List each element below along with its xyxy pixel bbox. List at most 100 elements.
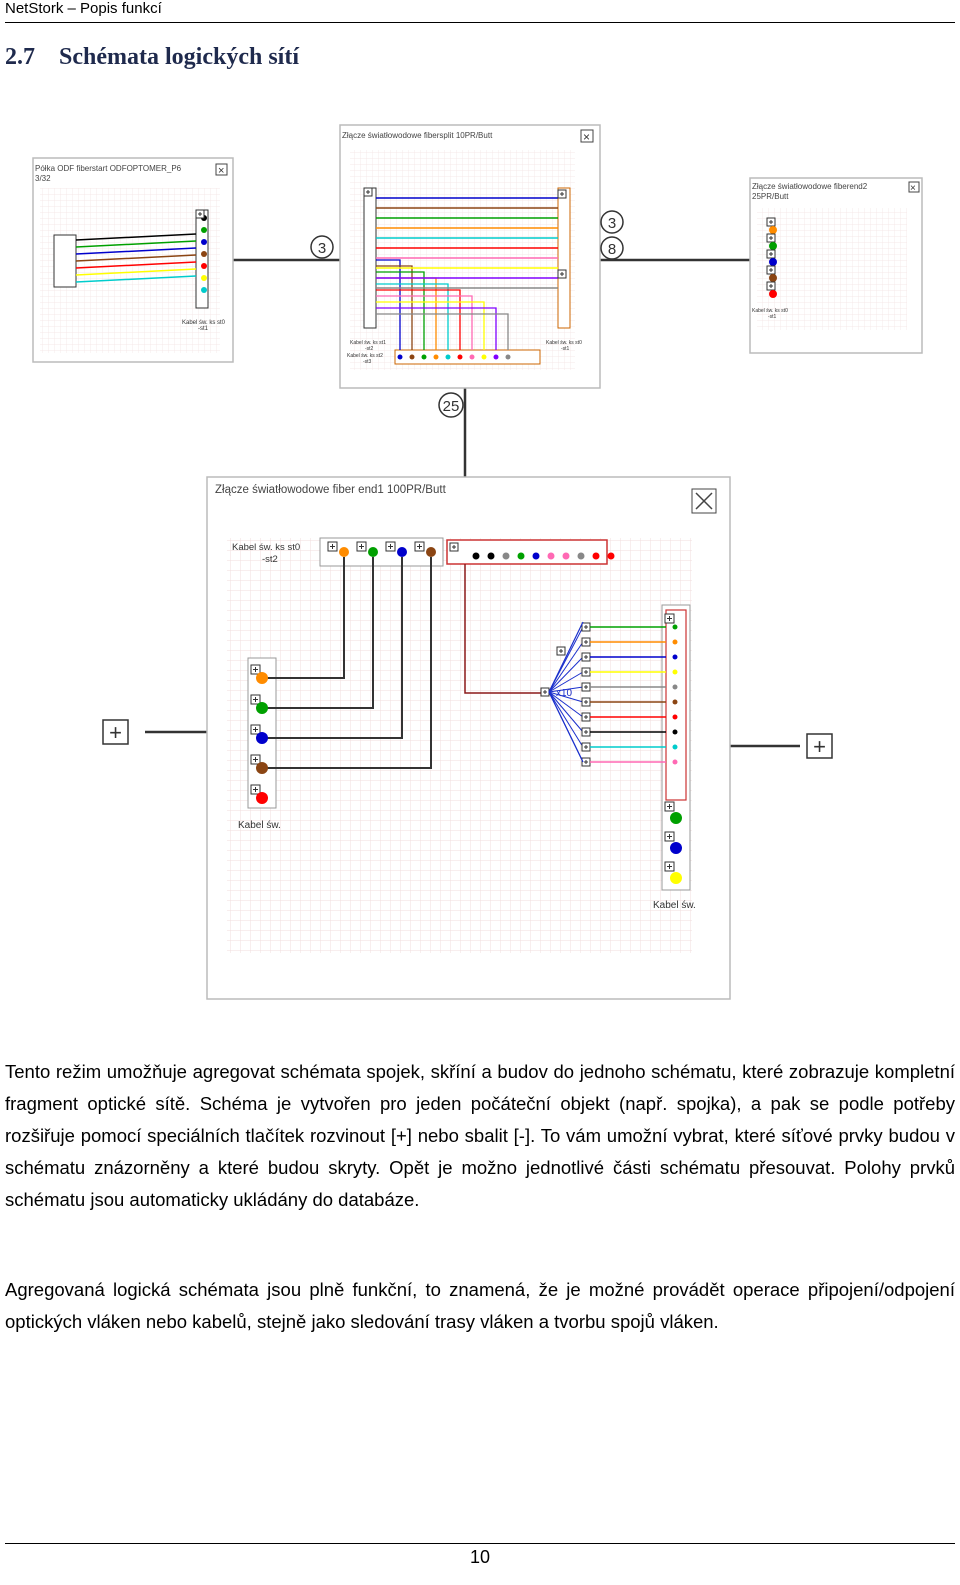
page-number: 10 (469, 1547, 491, 1567)
plus-mark (584, 760, 588, 764)
plus-mark (769, 268, 773, 272)
badge-count: 8 (608, 241, 616, 258)
fiber-end (469, 354, 475, 360)
badge-count: 25 (443, 398, 460, 415)
link-badge-3-right[interactable]: 3 (600, 210, 624, 234)
fiber-end (672, 684, 678, 690)
window-top-cable-b-2: -st3 (363, 359, 372, 365)
plus-icon: + (813, 734, 826, 759)
fiber-end (201, 263, 207, 269)
fiber-route (376, 313, 509, 350)
window-top-splice[interactable]: Złącze światłowodowe fibersplit 10PR/But… (339, 124, 601, 389)
fiber-end (769, 226, 777, 234)
plus-icon: + (109, 720, 122, 745)
link-badge-25-down[interactable]: 25 (438, 392, 464, 418)
close-icon: × (910, 183, 916, 194)
port-dot (670, 872, 682, 884)
fiber-line (75, 247, 197, 255)
close-button-main[interactable] (691, 488, 717, 514)
fiber-end (672, 654, 678, 660)
plus-mark (330, 544, 335, 549)
fiber-line (75, 233, 197, 241)
tray-dot (472, 552, 480, 560)
window-main-fiberend1[interactable]: Złącze światłowodowe fiber end1 100PR/Bu… (206, 476, 731, 1000)
body-paragraph-1: Tento režim umožňuje agregovat schémata … (5, 1061, 955, 1210)
tray-dot (517, 552, 525, 560)
fiber-route (376, 271, 425, 350)
plus-mark (584, 625, 588, 629)
fiber-route (376, 307, 497, 350)
fiber-end (672, 624, 678, 630)
splitter-branch (548, 686, 584, 693)
port-dot (426, 547, 436, 557)
link-badge-8-right[interactable]: 8 (600, 236, 624, 260)
splice-right-connector (557, 187, 571, 329)
plus-mark (253, 757, 258, 762)
fiber-end (769, 258, 777, 266)
fiber-end (421, 354, 427, 360)
fiber-end (672, 699, 678, 705)
plus-mark (667, 616, 672, 621)
port-dot (256, 792, 268, 804)
main-right-inner-tray (665, 609, 687, 801)
tray-dot (577, 552, 585, 560)
fiber-end (409, 354, 415, 360)
fiber-end (672, 639, 678, 645)
window-main-title: Złącze światłowodowe fiber end1 100PR/Bu… (215, 484, 447, 496)
cable-connector-left (195, 209, 209, 309)
fiber-bundle-top (363, 187, 567, 360)
close-button-left[interactable] (215, 163, 228, 176)
main-top-connector (319, 537, 444, 567)
link-badge-3-left[interactable]: 3 (310, 235, 334, 259)
fiber-route (262, 557, 432, 769)
window-top-cable-b-1: Kabel św. ks st2 (347, 353, 383, 359)
section-title: Schémata logických sítí (59, 44, 299, 70)
window-right-cable-1: Kabel św. ks st0 (752, 308, 788, 314)
main-fiber-tray (446, 539, 608, 565)
port-dot (339, 547, 349, 557)
tray-dot (562, 552, 570, 560)
close-icon: × (583, 130, 590, 144)
plus-mark (560, 272, 564, 276)
expand-button-right[interactable]: + (806, 733, 833, 759)
window-left-odf[interactable]: Półka ODF fiberstart ODFOPTOMER_P6 3/32 … (32, 157, 234, 363)
plus-mark (253, 667, 258, 672)
port-dot (670, 842, 682, 854)
fiber-line (75, 254, 197, 262)
fiber-end (672, 759, 678, 765)
plus-mark (769, 220, 773, 224)
window-top-cable-a-1: Kabel św. ks st1 (350, 340, 386, 346)
expand-button-left[interactable]: + (102, 719, 129, 745)
plus-mark (769, 252, 773, 256)
window-top-cable-c-1: Kabel św. ks st0 (546, 340, 582, 346)
fiber-end (769, 274, 777, 282)
fiber-end (445, 354, 451, 360)
plus-mark (584, 715, 588, 719)
badge-count: 3 (318, 240, 326, 257)
splice-bottom-tray (394, 349, 541, 365)
fiber-route (376, 301, 485, 350)
splitter-branch (548, 691, 584, 748)
splitter-branch (548, 641, 584, 693)
port-dot (368, 547, 378, 557)
fiber-bundle-left (75, 209, 207, 293)
fiber-end (201, 227, 207, 233)
fiber-end (481, 354, 487, 360)
port-dot (256, 762, 268, 774)
port-dot (256, 702, 268, 714)
plus-mark (560, 192, 564, 196)
window-right-fiberend2[interactable]: Złącze światłowodowe fiberend2 25PR/Butt… (749, 177, 923, 354)
fiber-line (75, 261, 197, 269)
close-button-top[interactable] (580, 129, 594, 143)
port-dot (670, 812, 682, 824)
window-top-cable-a-2: -st2 (365, 346, 374, 352)
fiber-end (457, 354, 463, 360)
port-dot (397, 547, 407, 557)
close-button-right[interactable] (908, 181, 920, 193)
window-top-cable-c-2: -st1 (561, 346, 570, 352)
window-left-title-2: 3/32 (35, 174, 51, 183)
port-dot (256, 732, 268, 744)
fiber-end (433, 354, 439, 360)
tray-dot (592, 552, 600, 560)
fiber-route (376, 289, 461, 350)
